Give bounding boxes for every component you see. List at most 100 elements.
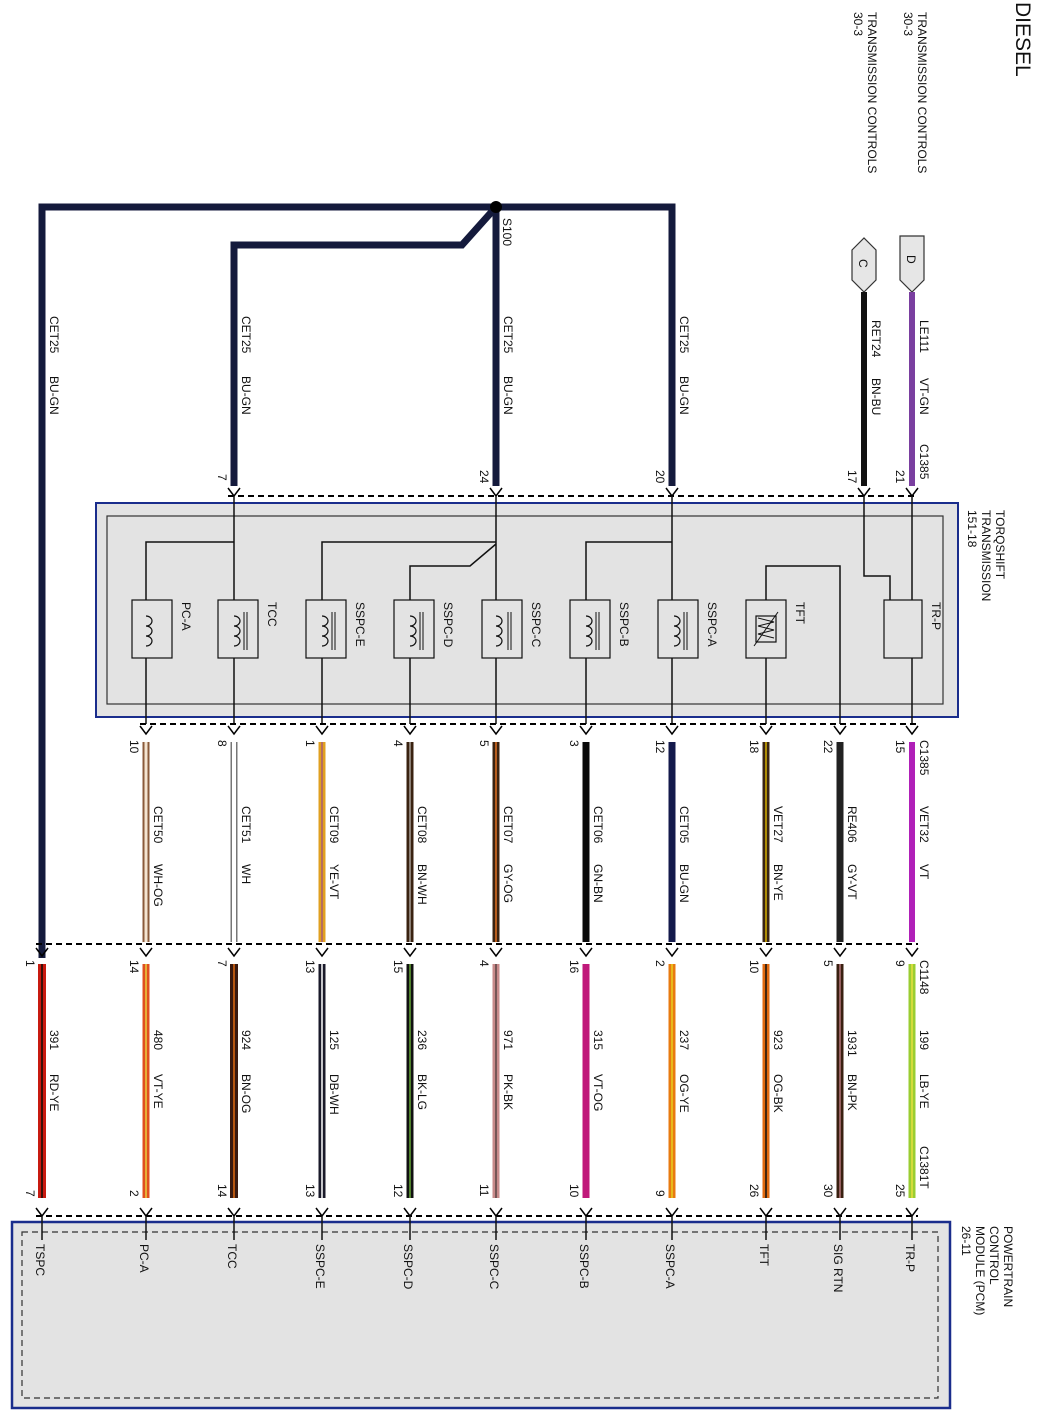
pcm-module — [10, 1220, 952, 1410]
splice-label: S100 — [500, 218, 514, 246]
pcm-connector-pins — [35, 1207, 919, 1218]
low-circuit-6: 971 — [501, 1030, 515, 1050]
low-color-4: OG-YE — [677, 1074, 691, 1113]
low-circuit-2: 1931 — [845, 1030, 859, 1057]
pcm-name-2: CONTROL — [987, 1226, 1001, 1285]
ref-tag-c-shape[interactable] — [851, 237, 877, 293]
low-top-pin-2: 5 — [821, 960, 835, 967]
low-bottom-pin-7: 12 — [391, 1184, 405, 1198]
pcm-pin-stubs — [41, 1216, 913, 1240]
ref-page-d: 30-3 — [901, 12, 915, 36]
solenoid-sspc-a[interactable]: SSPC-A — [657, 599, 719, 659]
mid-circuit-9: CET51 — [239, 806, 253, 844]
low-circuit-10: 480 — [151, 1030, 165, 1050]
pcm-pin-sig-rtn: SIG RTN — [831, 1244, 845, 1292]
top-circuit-5: CET25 — [239, 316, 253, 354]
ref-page-c: 30-3 — [851, 12, 865, 36]
mid-connector-label: C1385 — [917, 740, 931, 776]
solenoid-sspc-d[interactable]: SSPC-D — [393, 599, 455, 659]
mid-circuit-10: CET50 — [151, 806, 165, 844]
component-tr-p[interactable]: TR-P — [883, 599, 943, 659]
low-color-9: BN-OG — [239, 1074, 253, 1113]
top-pin-7: 7 — [215, 474, 229, 481]
mid-circuit-5: CET06 — [591, 806, 605, 844]
top-pin-24: 24 — [477, 470, 491, 484]
pcm-pin-sspc-c: SSPC-C — [487, 1244, 501, 1290]
low-circuit-9: 924 — [239, 1030, 253, 1050]
top-pin-20: 20 — [653, 470, 667, 484]
mid-color-2: GY-VT — [845, 864, 859, 900]
mid-pin-10: 10 — [127, 740, 141, 754]
solenoid-sspc-b[interactable]: SSPC-B — [569, 599, 631, 659]
transmission-name-3: 151-18 — [965, 510, 979, 548]
coil-icon — [409, 615, 417, 647]
pcm-pin-sspc-e: SSPC-E — [313, 1244, 327, 1289]
pcm-inner — [21, 1231, 939, 1399]
coil-icon — [233, 615, 241, 647]
low-circuit-5: 315 — [591, 1030, 605, 1050]
top-color-6: BU-GN — [47, 376, 61, 415]
low-circuit-3: 923 — [771, 1030, 785, 1050]
pcm-pin-tspc: TSPC — [33, 1244, 47, 1276]
low-top-pin-9: 7 — [215, 960, 229, 967]
component-label-sspc-c: SSPC-C — [529, 602, 543, 648]
pcm-pin-pc-a: PC-A — [137, 1244, 151, 1273]
low-color-7: BK-LG — [415, 1074, 429, 1110]
pcm-pin-sspc-b: SSPC-B — [577, 1244, 591, 1289]
pcm-pin-sspc-d: SSPC-D — [401, 1244, 415, 1290]
low-bottom-pin-3: 26 — [747, 1184, 761, 1198]
low-bottom-pin-8: 13 — [303, 1184, 317, 1198]
pcm-name-3: MODULE (PCM) — [973, 1226, 987, 1315]
solenoid-tcc[interactable]: TCC — [217, 599, 279, 659]
mid-circuit-6: CET07 — [501, 806, 515, 844]
pcm-pin-tcc: TCC — [225, 1244, 239, 1269]
low-circuit-1: 199 — [917, 1030, 931, 1050]
pcm-name-4: 26-11 — [959, 1226, 973, 1256]
coil-icon — [321, 615, 329, 647]
coil-icon — [585, 615, 593, 647]
mid-wires — [142, 742, 915, 942]
low-top-pin-4: 2 — [653, 960, 667, 967]
mid-color-3: BN-YE — [771, 864, 785, 901]
component-label-tft: TFT — [793, 602, 807, 625]
mid-color-9: WH — [239, 864, 253, 884]
mid-wire-labels: C1385 15 22 18 12 3 5 4 1 8 10 VET32 VT … — [127, 740, 931, 907]
low-bottom-pin-2: 30 — [821, 1184, 835, 1198]
low-bottom-pin-1: 25 — [893, 1184, 907, 1198]
low-wires — [38, 964, 916, 1198]
low-top-pin-7: 15 — [391, 960, 405, 974]
top-color-5: BU-GN — [239, 376, 253, 415]
top-connector-pins — [227, 487, 919, 498]
solenoid-sspc-c[interactable]: SSPC-C — [481, 599, 543, 659]
transmission-inner — [106, 515, 944, 705]
coil-icon — [673, 615, 681, 647]
mid-color-5: GN-BN — [591, 864, 605, 903]
component-tft[interactable]: TFT — [745, 599, 807, 659]
top-pin-17: 17 — [845, 470, 859, 484]
top-color-1: VT-GN — [917, 378, 931, 415]
top-circuit-2: RET24 — [869, 320, 883, 358]
low-bottom-pin-11: 7 — [23, 1190, 37, 1197]
low-top-pin-6: 4 — [477, 960, 491, 967]
low-color-2: BN-PK — [845, 1074, 859, 1111]
mid-color-8: YE-VT — [327, 864, 341, 900]
low-bottom-pin-10: 2 — [127, 1190, 141, 1197]
solenoid-pc-a[interactable]: PC-A — [131, 599, 193, 659]
mid-connector-pins — [139, 725, 919, 736]
ref-label-c: TRANSMISSION CONTROLS — [865, 12, 879, 173]
ref-tag-d-shape[interactable] — [899, 235, 925, 293]
ref-tag-c: C — [856, 259, 870, 268]
component-label-sspc-e: SSPC-E — [353, 602, 367, 647]
mid-pin-4: 4 — [391, 740, 405, 747]
low-bottom-pin-6: 11 — [477, 1184, 491, 1197]
component-label-tcc: TCC — [265, 602, 279, 627]
top-circuit-3: CET25 — [677, 316, 691, 354]
mid-circuit-8: CET09 — [327, 806, 341, 844]
splice-dot — [490, 201, 502, 213]
top-color-2: BN-BU — [869, 378, 883, 415]
low-bottom-pin-9: 14 — [215, 1184, 229, 1198]
top-circuit-6: CET25 — [47, 316, 61, 354]
solenoid-sspc-e[interactable]: SSPC-E — [305, 599, 367, 659]
low-circuit-7: 236 — [415, 1030, 429, 1050]
